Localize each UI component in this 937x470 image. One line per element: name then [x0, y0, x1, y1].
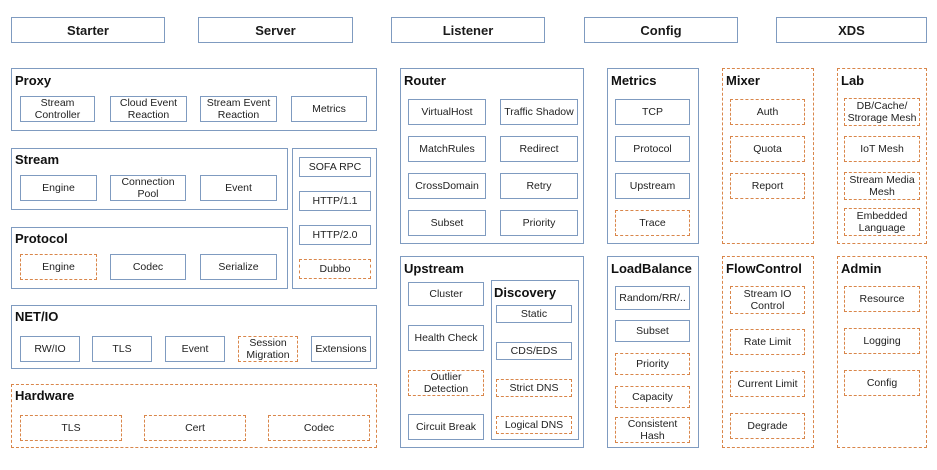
codec-box: Codec — [110, 254, 186, 280]
http20-box: HTTP/2.0 — [299, 225, 371, 245]
netio-title: NET/IO — [15, 309, 59, 324]
serialize-box: Serialize — [200, 254, 277, 280]
dubbo-box: Dubbo — [299, 259, 371, 279]
random-rr-box: Random/RR/.. — [615, 286, 690, 310]
netio-tls-box: TLS — [92, 336, 152, 362]
lb-priority-box: Priority — [615, 353, 690, 375]
auth-box: Auth — [730, 99, 805, 125]
circuit-break-box: Circuit Break — [408, 414, 484, 440]
config-module: Config — [584, 17, 738, 43]
cds-eds-box: CDS/EDS — [496, 342, 572, 360]
lab-title: Lab — [841, 73, 865, 88]
upstream-title: Upstream — [404, 261, 464, 276]
hardware-tls-box: TLS — [20, 415, 122, 441]
xds-module: XDS — [776, 17, 927, 43]
connection-pool-box: Connection Pool — [110, 175, 186, 201]
protocol-engine-box: Engine — [20, 254, 97, 280]
listener-module: Listener — [391, 17, 545, 43]
metrics-protocol-box: Protocol — [615, 136, 690, 162]
capacity-box: Capacity — [615, 386, 690, 408]
consistent-hash-box: Consistent Hash — [615, 417, 690, 443]
admin-title: Admin — [841, 261, 882, 276]
degrade-box: Degrade — [730, 413, 805, 439]
stream-event-reaction-box: Stream Event Reaction — [200, 96, 277, 122]
protocol-title: Protocol — [15, 231, 68, 246]
stream-event-box: Event — [200, 175, 277, 201]
stream-media-mesh-box: Stream Media Mesh — [844, 172, 920, 200]
iot-mesh-box: IoT Mesh — [844, 136, 920, 162]
metrics-title: Metrics — [611, 73, 657, 88]
crossdomain-box: CrossDomain — [408, 173, 486, 199]
virtualhost-box: VirtualHost — [408, 99, 486, 125]
stream-io-control-box: Stream IO Control — [730, 286, 805, 314]
logging-box: Logging — [844, 328, 920, 354]
redirect-box: Redirect — [500, 136, 578, 162]
outlier-detection-box: Outlier Detection — [408, 370, 484, 396]
starter-module: Starter — [11, 17, 165, 43]
metrics-box: Metrics — [291, 96, 367, 122]
extensions-box: Extensions — [311, 336, 371, 362]
resource-box: Resource — [844, 286, 920, 312]
cluster-box: Cluster — [408, 282, 484, 306]
sofa-rpc-box: SOFA RPC — [299, 157, 371, 177]
retry-box: Retry — [500, 173, 578, 199]
metrics-upstream-box: Upstream — [615, 173, 690, 199]
health-check-box: Health Check — [408, 325, 484, 351]
rwio-box: RW/IO — [20, 336, 80, 362]
stream-engine-box: Engine — [20, 175, 97, 201]
router-title: Router — [404, 73, 446, 88]
hardware-title: Hardware — [15, 388, 75, 403]
router-priority-box: Priority — [500, 210, 578, 236]
stream-title: Stream — [15, 152, 60, 167]
hardware-codec-box: Codec — [268, 415, 370, 441]
logical-dns-box: Logical DNS — [496, 416, 572, 434]
static-box: Static — [496, 305, 572, 323]
lb-subset-box: Subset — [615, 320, 690, 342]
loadbalance-title: LoadBalance — [611, 261, 692, 276]
proxy-title: Proxy — [15, 73, 52, 88]
trace-box: Trace — [615, 210, 690, 236]
cert-box: Cert — [144, 415, 246, 441]
discovery-title: Discovery — [494, 285, 557, 300]
http11-box: HTTP/1.1 — [299, 191, 371, 211]
session-migration-box: Session Migration — [238, 336, 298, 362]
mixer-title: Mixer — [726, 73, 760, 88]
flowcontrol-title: FlowControl — [726, 261, 802, 276]
matchrules-box: MatchRules — [408, 136, 486, 162]
report-box: Report — [730, 173, 805, 199]
db-cache-storage-mesh-box: DB/Cache/ Strorage Mesh — [844, 98, 920, 126]
cloud-event-reaction-box: Cloud Event Reaction — [110, 96, 187, 122]
netio-event-box: Event — [165, 336, 225, 362]
strict-dns-box: Strict DNS — [496, 379, 572, 397]
server-module: Server — [198, 17, 353, 43]
tcp-box: TCP — [615, 99, 690, 125]
embedded-language-box: Embedded Language — [844, 208, 920, 236]
quota-box: Quota — [730, 136, 805, 162]
stream-controller-box: Stream Controller — [20, 96, 95, 122]
traffic-shadow-box: Traffic Shadow — [500, 99, 578, 125]
router-subset-box: Subset — [408, 210, 486, 236]
admin-config-box: Config — [844, 370, 920, 396]
rate-limit-box: Rate Limit — [730, 329, 805, 355]
current-limit-box: Current Limit — [730, 371, 805, 397]
